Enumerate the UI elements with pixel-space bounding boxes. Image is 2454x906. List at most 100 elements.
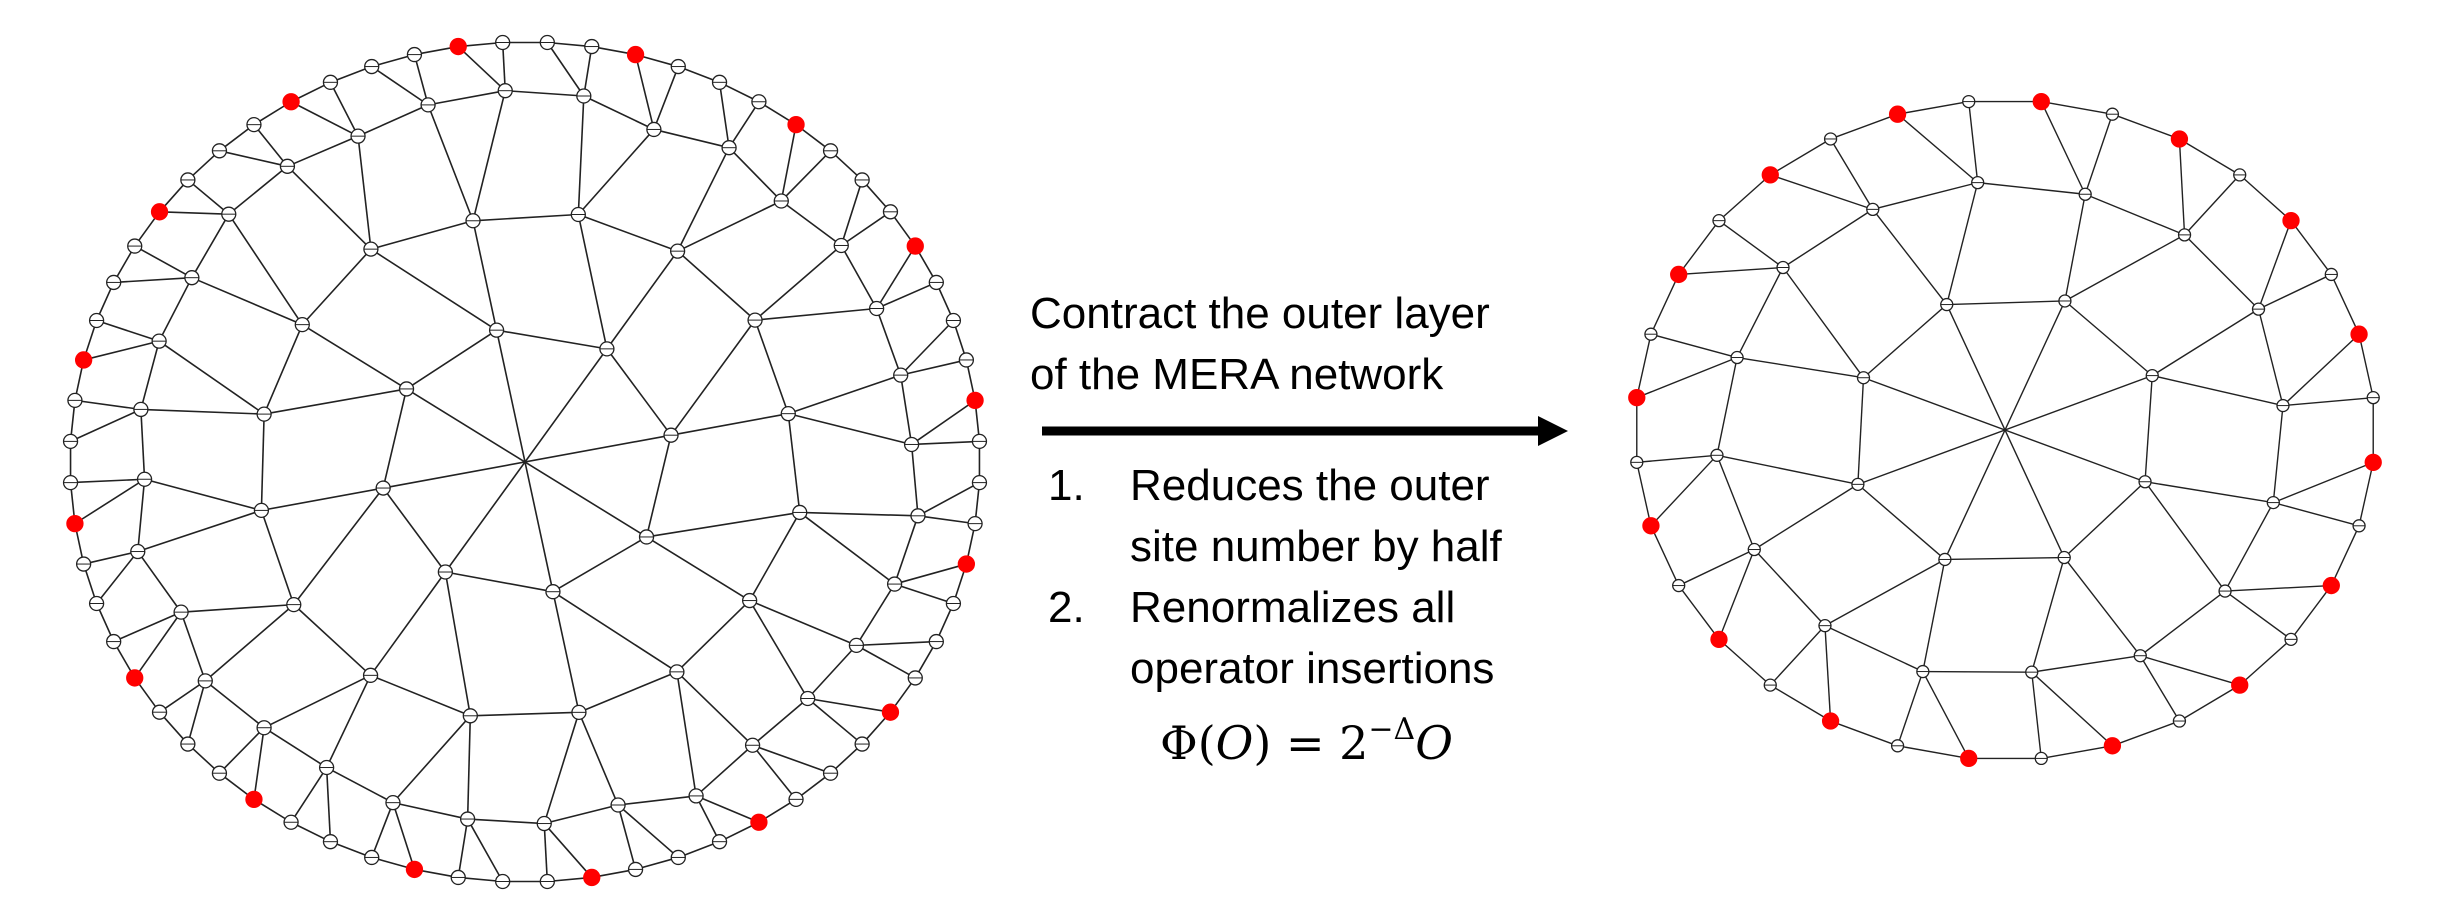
caption-line-1: Contract the outer layer — [1030, 289, 1490, 338]
radial-edge — [583, 46, 593, 97]
scaling-formula: Φ(O) = 2−ΔO — [1160, 712, 1453, 770]
ring-edge — [1824, 625, 1924, 673]
ring-edge — [2144, 375, 2153, 482]
radial-edge — [543, 712, 580, 824]
highlighted-site-node — [1710, 630, 1728, 648]
arrow-head — [1538, 416, 1568, 446]
ring-edge — [1678, 585, 1720, 640]
radial-edge — [577, 128, 655, 216]
ring-edge — [427, 89, 506, 106]
ring-edge — [676, 599, 751, 673]
ring-edge — [263, 727, 328, 769]
radial-edge — [70, 408, 142, 443]
radial-edge — [840, 179, 863, 246]
step-1-number: 1. — [1048, 461, 1085, 510]
ring-edge — [2041, 745, 2113, 760]
ring-edge — [1872, 181, 1978, 211]
ring-edge — [617, 795, 697, 806]
radial-edge — [2282, 396, 2374, 407]
ring-edge — [2257, 308, 2284, 406]
radial-edge — [2152, 374, 2284, 407]
radial-edge — [1770, 174, 1873, 211]
ring-edge — [204, 680, 265, 729]
radial-edge — [552, 591, 580, 713]
ring-edge — [653, 128, 730, 149]
radial-edge — [676, 147, 730, 252]
radial-edge — [875, 245, 916, 309]
radial-edge — [2273, 501, 2360, 527]
radial-edge — [74, 478, 145, 525]
highlighted-site-node — [2170, 130, 2189, 148]
radial-edge — [617, 804, 679, 859]
inner-edge — [383, 434, 672, 489]
highlighted-site-node — [74, 351, 93, 369]
ring-edge — [855, 583, 896, 646]
inner-edge — [495, 329, 554, 592]
radial-edge — [754, 244, 842, 321]
radial-edge — [634, 54, 655, 130]
ring-edge — [1736, 267, 1784, 358]
radial-edge — [158, 340, 265, 415]
ring-edge — [2239, 174, 2292, 222]
ring-edge — [2272, 405, 2284, 503]
radial-edge — [1650, 333, 1738, 359]
ring-edge — [2179, 138, 2241, 176]
radial-edge — [788, 374, 901, 415]
radial-edge — [1678, 548, 1755, 587]
radial-edge — [293, 487, 384, 606]
radial-edge — [577, 95, 585, 215]
highlighted-site-node — [449, 37, 467, 56]
ring-edge — [1944, 556, 2065, 561]
radial-edge — [2257, 220, 2292, 310]
radial-edge — [2224, 590, 2292, 640]
radial-edge — [2064, 234, 2185, 302]
radial-edge — [1716, 454, 1859, 486]
highlighted-site-node — [1960, 749, 1978, 768]
radial-edge — [83, 340, 160, 361]
radial-edge — [1897, 113, 1979, 184]
radial-edge — [187, 179, 230, 215]
mera-network-before — [62, 34, 988, 890]
radial-edge — [137, 509, 262, 553]
ring-edge — [893, 515, 919, 585]
radial-edge — [427, 104, 474, 222]
radial-edge — [2031, 671, 2113, 747]
ring-edge — [392, 801, 468, 820]
ring-edge — [1718, 174, 1771, 222]
ring-edge — [382, 487, 447, 573]
highlighted-site-node — [1821, 712, 1840, 730]
ring-edge — [287, 135, 359, 168]
ring-edge — [2112, 113, 2180, 140]
ring-edge — [406, 329, 498, 390]
radial-edge — [646, 511, 800, 538]
highlighted-site-node — [2364, 453, 2382, 471]
step-2-line-2: operator insertions — [1130, 644, 1495, 693]
radial-edge — [1922, 559, 1946, 672]
ring-edge — [191, 213, 230, 279]
ring-edge — [2224, 502, 2274, 592]
radial-edge — [876, 281, 937, 310]
ring-edge — [695, 744, 754, 797]
radial-edge — [1824, 625, 1832, 722]
radial-edge — [695, 795, 760, 823]
ring-edge — [467, 818, 545, 825]
radial-edge — [911, 440, 980, 446]
radial-edge — [2063, 557, 2141, 657]
ring-edge — [544, 804, 619, 825]
radial-edge — [2225, 584, 2332, 592]
radial-edge — [96, 319, 160, 342]
ring-edge — [470, 711, 579, 717]
radial-edge — [2031, 672, 2042, 759]
radial-edge — [1678, 266, 1784, 276]
radial-edge — [1872, 208, 1948, 305]
radial-edge — [301, 323, 407, 390]
ring-edge — [180, 611, 207, 682]
radial-edge — [900, 359, 967, 376]
highlighted-site-node — [66, 514, 84, 533]
ring-edge — [748, 512, 801, 601]
radial-edge — [749, 599, 857, 647]
formula-lhs: Φ( — [1160, 716, 1216, 770]
radial-edge — [2139, 655, 2181, 722]
radial-edge — [2273, 461, 2374, 504]
radial-edge — [1896, 671, 1924, 747]
